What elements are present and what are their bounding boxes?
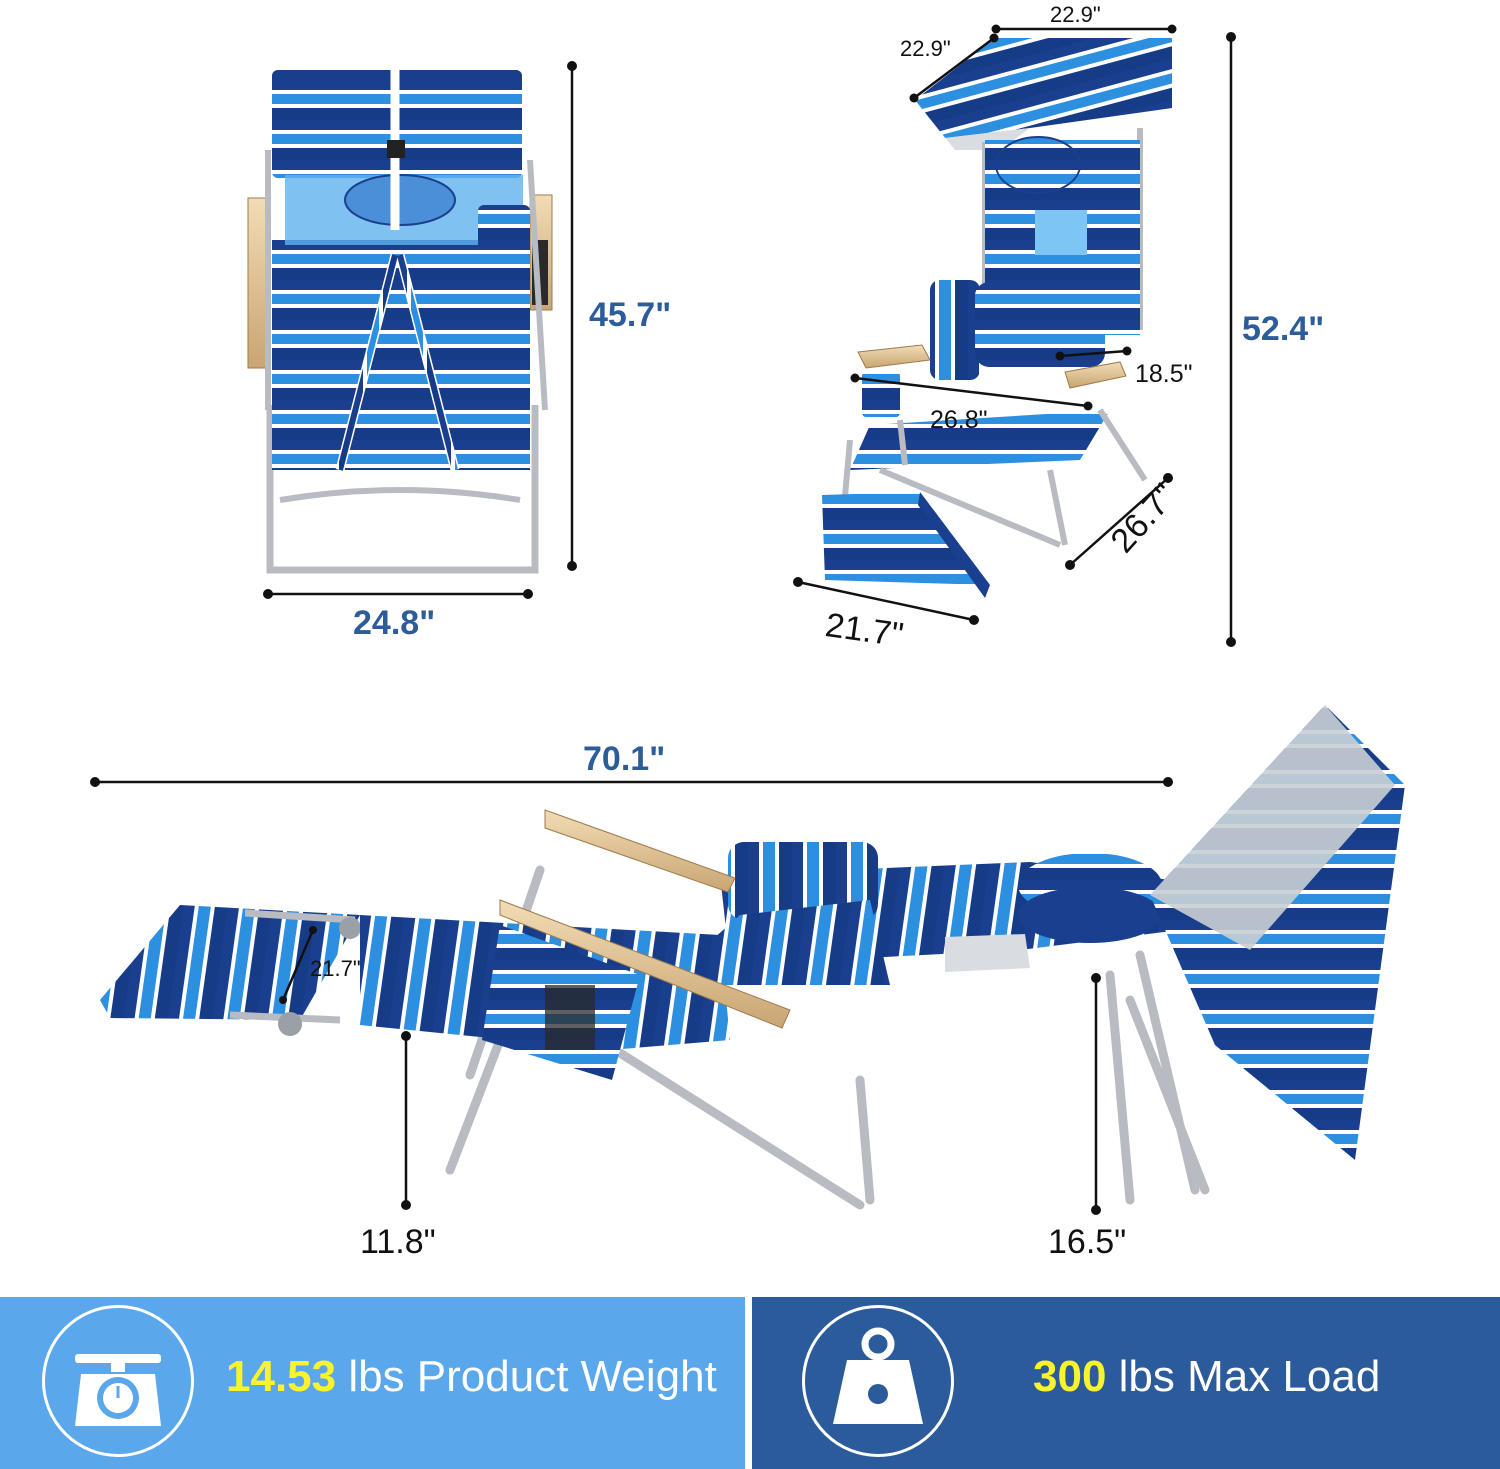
front-width-label: 24.8"	[353, 604, 436, 642]
canopy-dimension-lines	[797, 27, 1233, 642]
seat-width-label: 26.8"	[930, 406, 988, 434]
lounger-length-label: 70.1"	[583, 740, 666, 778]
load-value: 300	[1033, 1352, 1107, 1401]
arm-height-label: 18.5"	[1135, 360, 1193, 388]
weight-text: 14.53 lbs Product Weight	[226, 1355, 717, 1399]
leg-rest-width-label: 21.7"	[310, 956, 361, 981]
weight-value: 14.53	[226, 1352, 337, 1401]
chair-illustration	[90, 24, 1405, 1215]
weight-icon	[802, 1305, 954, 1457]
weight-banner: 14.53 lbs Product Weight	[0, 1297, 745, 1469]
load-banner: 300 lbs Max Load	[752, 1297, 1500, 1469]
folded-chair-front-view	[247, 70, 553, 574]
canopy-depth-label: 22.9"	[900, 36, 951, 61]
front-dimension-lines	[268, 66, 574, 596]
lounger-side-view	[100, 705, 1405, 1210]
total-height-label: 52.4"	[1242, 310, 1325, 348]
front-height-label: 45.7"	[589, 296, 672, 334]
weight-label: lbs Product Weight	[336, 1352, 717, 1401]
canopy-chair-3d-view	[822, 38, 1172, 598]
front-seat-height-label: 11.8"	[360, 1223, 436, 1261]
rear-seat-height-label: 16.5"	[1048, 1223, 1127, 1261]
scale-icon	[42, 1305, 194, 1457]
lounger-dimension-lines	[95, 780, 1168, 1210]
load-label: lbs Max Load	[1106, 1352, 1381, 1401]
load-text: 300 lbs Max Load	[1033, 1355, 1380, 1399]
canopy-width-label: 22.9"	[1050, 2, 1101, 27]
